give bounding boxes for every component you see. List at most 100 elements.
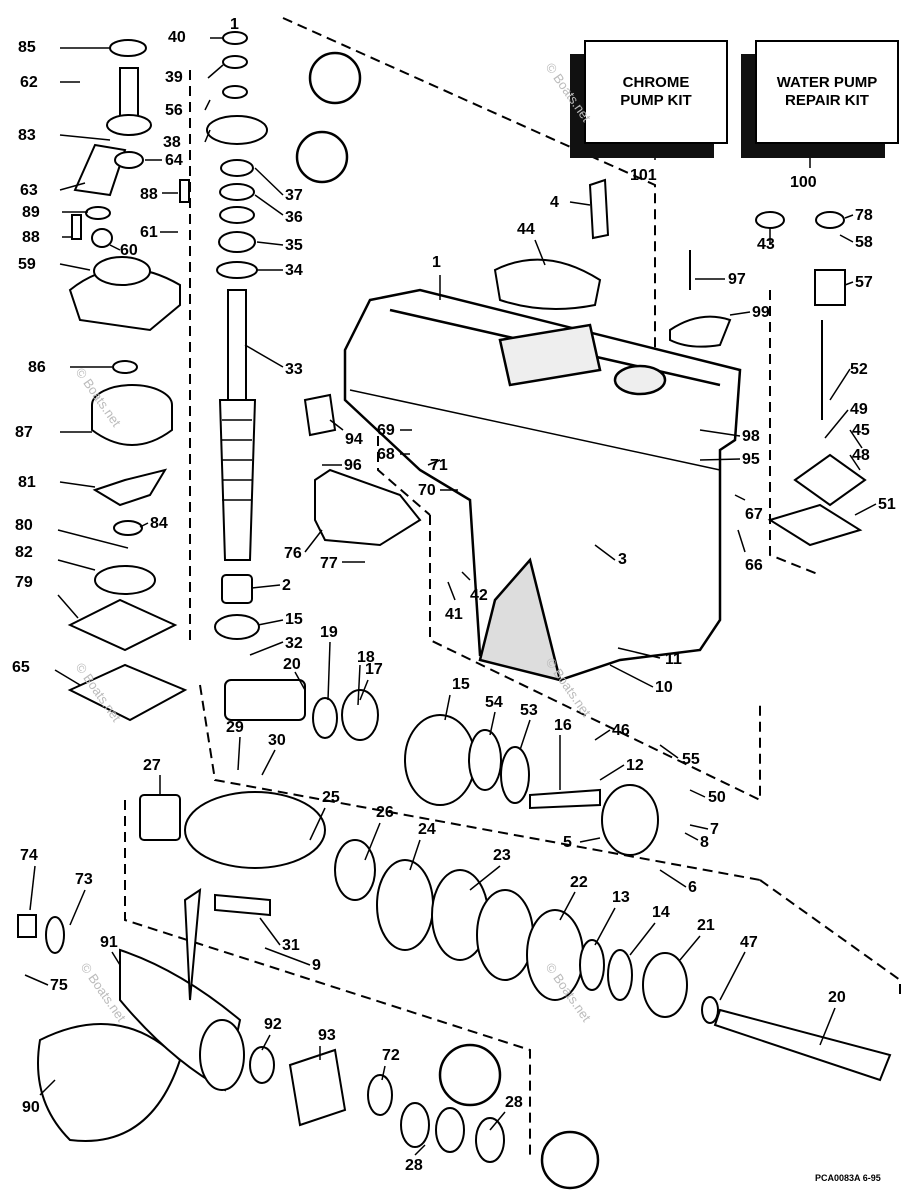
callout-label: 35 xyxy=(285,237,303,254)
callout-label: 33 xyxy=(285,361,303,378)
leader-line xyxy=(357,664,361,706)
leader-line xyxy=(111,951,121,966)
callout-label: 15 xyxy=(285,611,303,628)
leader-line xyxy=(254,167,284,196)
callout-label: 69 xyxy=(377,422,395,439)
callout-label: 89 xyxy=(22,204,40,221)
callout-label: 24 xyxy=(418,821,436,838)
leader-line xyxy=(207,64,224,79)
callout-label: 19 xyxy=(320,624,338,641)
callout-label: 91 xyxy=(100,934,118,951)
leader-line xyxy=(534,239,546,266)
callout-label: 87 xyxy=(15,424,33,441)
leader-line xyxy=(579,837,601,843)
leader-line xyxy=(489,711,496,736)
leader-line xyxy=(57,594,79,619)
callout-label: 77 xyxy=(320,555,338,572)
callout-label: 95 xyxy=(742,451,760,468)
callout-label: 45 xyxy=(852,422,870,439)
leader-line xyxy=(59,182,86,191)
callout-label: 5 xyxy=(563,834,572,851)
leader-line xyxy=(139,522,149,528)
callout-label: 92 xyxy=(264,1016,282,1033)
callout-label: 100 xyxy=(790,174,817,191)
leader-line xyxy=(489,1111,506,1131)
callout-label: 80 xyxy=(15,517,33,534)
leader-line xyxy=(427,459,441,466)
callout-label: 34 xyxy=(285,262,303,279)
leader-line xyxy=(447,581,456,601)
callout-label: 53 xyxy=(520,702,538,719)
leader-line xyxy=(829,368,851,401)
leader-line xyxy=(254,194,284,216)
leader-line xyxy=(519,719,531,751)
callout-label: 39 xyxy=(165,69,183,86)
callout-label: 27 xyxy=(143,757,161,774)
callout-label: 3 xyxy=(618,551,627,568)
callout-label: 86 xyxy=(28,359,46,376)
callout-label: 101 xyxy=(630,167,657,184)
callout-label: 52 xyxy=(850,361,868,378)
callout-label: 56 xyxy=(165,102,183,119)
callout-label: 36 xyxy=(285,209,303,226)
callout-label: 15 xyxy=(452,676,470,693)
callout-label: 2 xyxy=(282,577,291,594)
leader-line xyxy=(617,647,661,659)
leader-line xyxy=(729,311,751,316)
callout-label: 43 xyxy=(757,236,775,253)
callout-label: 18 xyxy=(357,649,375,666)
callout-label: 99 xyxy=(752,304,770,321)
leader-line xyxy=(109,244,121,251)
callout-label: 29 xyxy=(226,719,244,736)
callout-label: 26 xyxy=(376,804,394,821)
leader-line xyxy=(309,807,326,841)
leader-line xyxy=(259,917,281,946)
leader-line xyxy=(679,935,701,961)
leader-line xyxy=(609,664,654,688)
callout-label: 44 xyxy=(517,221,535,238)
footer-code: PCA0083A 6-95 xyxy=(815,1173,881,1183)
callout-label: 20 xyxy=(283,656,301,673)
callout-label: 93 xyxy=(318,1027,336,1044)
callout-label: 46 xyxy=(612,722,630,739)
leader-line xyxy=(244,344,284,368)
leader-line xyxy=(849,454,861,471)
callout-label: 48 xyxy=(852,447,870,464)
callout-label: 28 xyxy=(405,1157,423,1174)
callout-label: 97 xyxy=(728,271,746,288)
callout-label: 57 xyxy=(855,274,873,291)
leader-line xyxy=(839,234,854,243)
callout-label: 32 xyxy=(285,635,303,652)
callout-label: 7 xyxy=(710,821,719,838)
leader-line xyxy=(699,429,741,437)
leader-line xyxy=(256,241,284,246)
leader-line xyxy=(261,1034,271,1051)
leader-line xyxy=(737,529,746,553)
callout-label: 38 xyxy=(163,134,181,151)
leader-line xyxy=(249,641,284,656)
kit-100-line1: WATER PUMP xyxy=(776,74,878,91)
leader-line xyxy=(461,571,471,581)
callout-label: 72 xyxy=(382,1047,400,1064)
callout-label: 88 xyxy=(140,186,158,203)
callout-label: 14 xyxy=(652,904,670,921)
leader-line xyxy=(329,419,344,431)
leader-line xyxy=(699,458,741,461)
callout-label: 62 xyxy=(20,74,38,91)
callout-label: 40 xyxy=(168,29,186,46)
callout-label: 70 xyxy=(418,482,436,499)
callout-label: 85 xyxy=(18,39,36,56)
leader-line xyxy=(594,907,616,946)
callout-label: 37 xyxy=(285,187,303,204)
callout-label: 66 xyxy=(745,557,763,574)
leader-line xyxy=(819,1007,836,1046)
callout-label: 55 xyxy=(682,751,700,768)
callout-label: 58 xyxy=(855,234,873,251)
leader-line xyxy=(469,865,501,891)
leader-line xyxy=(364,822,381,861)
callout-label: 75 xyxy=(50,977,68,994)
leader-line xyxy=(734,494,746,501)
callout-label: 21 xyxy=(697,917,715,934)
